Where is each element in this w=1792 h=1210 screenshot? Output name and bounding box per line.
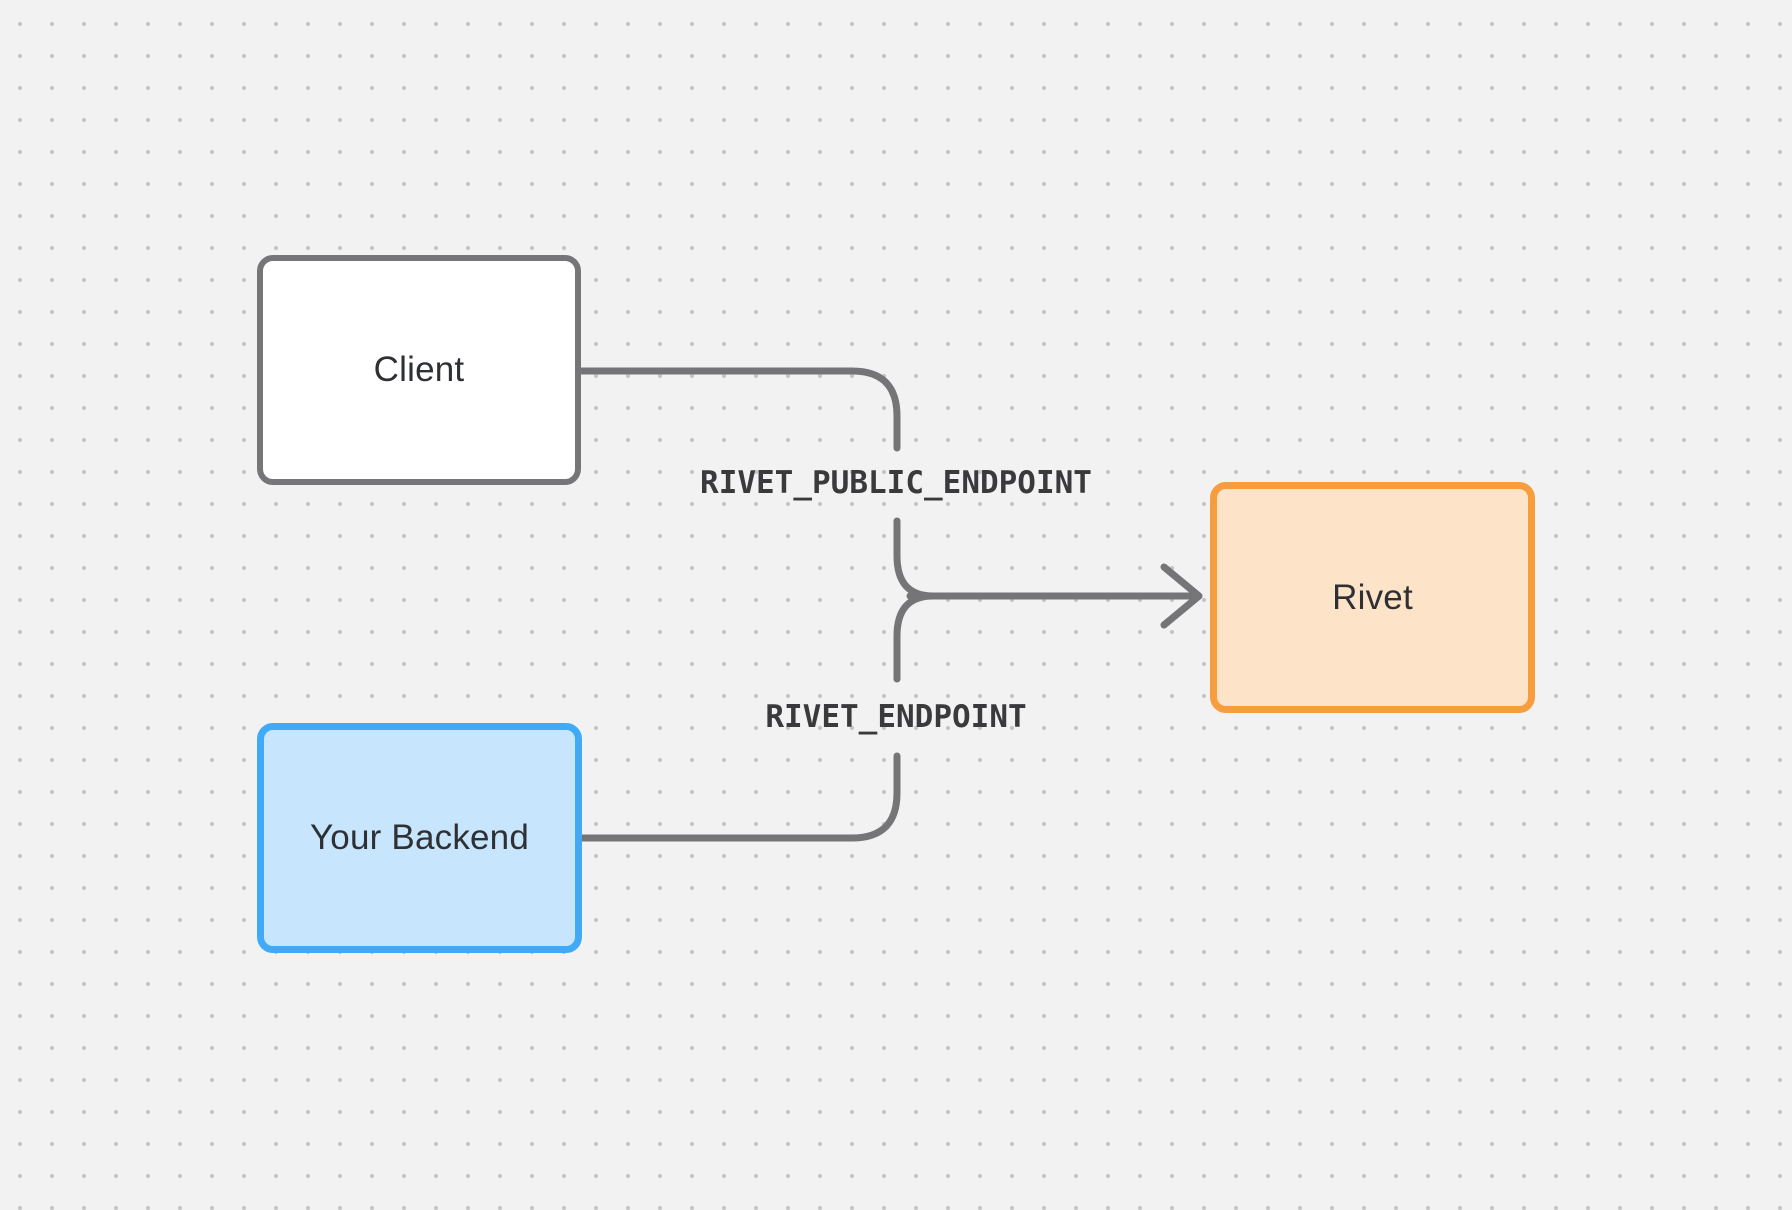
- node-your-backend: Your Backend: [257, 723, 582, 953]
- node-your-backend-label: Your Backend: [309, 818, 530, 857]
- node-rivet-label: Rivet: [1332, 577, 1413, 617]
- node-rivet: Rivet: [1210, 482, 1535, 713]
- node-client-label: Client: [373, 350, 465, 389]
- node-client: Client: [257, 255, 581, 485]
- edge-label-rivet-endpoint: RIVET_ENDPOINT: [765, 699, 1027, 735]
- edge-label-rivet-public-endpoint: RIVET_PUBLIC_ENDPOINT: [700, 465, 1092, 501]
- arrowhead-icon: [1160, 563, 1203, 629]
